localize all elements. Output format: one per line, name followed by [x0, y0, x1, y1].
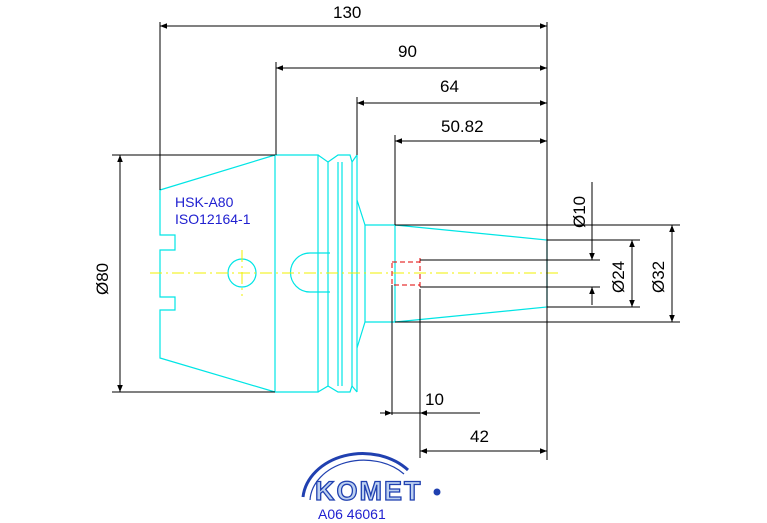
dim-length-64: 64	[440, 77, 459, 96]
part-number: A06 46061	[318, 506, 386, 522]
bore-dimensions: 10 42	[380, 285, 547, 458]
dim-diameter-24: Ø24	[609, 261, 628, 293]
brand-logo-text: KOMET	[315, 476, 423, 506]
dim-length-90: 90	[398, 42, 417, 61]
dim-bore-10: 10	[425, 390, 444, 409]
dim-diameter-10: Ø10	[570, 196, 589, 228]
dim-diameter-32: Ø32	[649, 261, 668, 293]
flange-diameter-dimension: Ø80	[93, 154, 275, 393]
dim-length-130: 130	[333, 3, 361, 22]
nose-diameter-dimensions: Ø10 Ø24 Ø32	[395, 182, 680, 323]
dim-length-50-82: 50.82	[441, 117, 484, 136]
holder-type-label: HSK-A80	[175, 194, 234, 210]
standard-label: ISO12164-1	[175, 211, 251, 227]
dim-diameter-80: Ø80	[93, 263, 112, 295]
dim-bore-42: 42	[470, 427, 489, 446]
komet-logo: KOMET A06 46061	[301, 452, 441, 522]
length-dimensions: 130 90 64 50.82	[159, 3, 548, 460]
